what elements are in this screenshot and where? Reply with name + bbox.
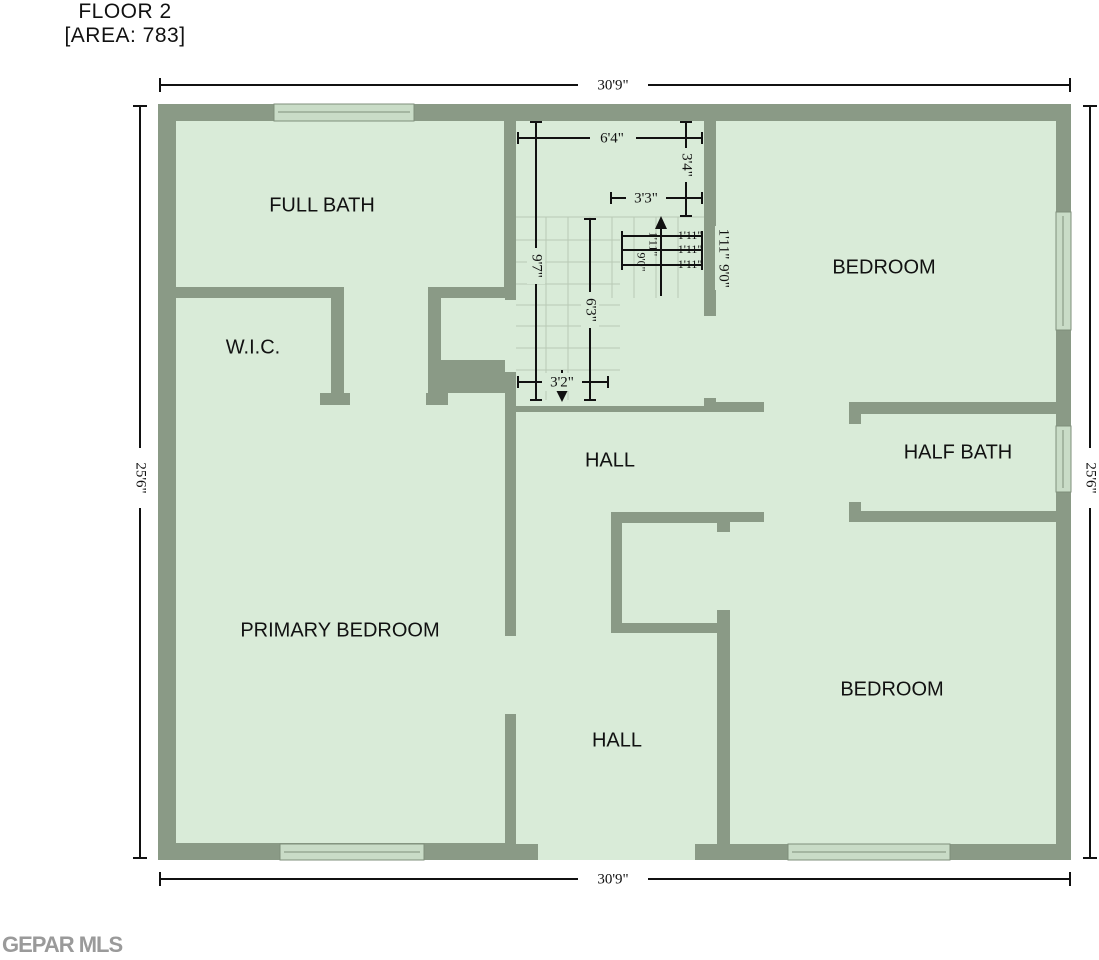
- door-opening: [764, 402, 849, 412]
- dim-stair-9-7: 9'7": [529, 254, 545, 278]
- door-opening: [505, 636, 516, 714]
- room-bedroom-upper: BEDROOM: [832, 256, 935, 278]
- hall-lower-floor: [516, 512, 611, 844]
- door-opening: [849, 424, 861, 502]
- room-hall-lower: HALL: [592, 729, 642, 751]
- primary-bedroom-floor: [176, 405, 505, 843]
- dim-step-a: 1'11": [678, 228, 703, 242]
- hall-lower-floor-2: [611, 633, 717, 844]
- room-bedroom-lower: BEDROOM: [840, 678, 943, 700]
- room-wic: W.I.C.: [226, 336, 280, 358]
- door-opening: [764, 511, 849, 522]
- stair-down-arrow: [556, 390, 568, 402]
- dim-step-c: 1'11": [678, 257, 703, 271]
- bedroom-upper-floor: [716, 121, 1056, 402]
- wic-floor: [176, 298, 331, 393]
- dim-vert-1-11-a: 1'11": [646, 232, 660, 257]
- bath-passage-floor: [344, 287, 428, 393]
- door-opening: [505, 300, 516, 372]
- floor-area: [AREA: 783]: [64, 24, 186, 47]
- door-opening: [538, 844, 695, 860]
- dim-bottom-label: 30'9": [597, 871, 628, 887]
- room-full-bath: FULL BATH: [269, 194, 375, 216]
- bedroom-lower-floor: [730, 522, 1056, 844]
- mls-logo: GEPAR MLS: [2, 932, 123, 957]
- room-hall-upper: HALL: [585, 449, 635, 471]
- window: [787, 843, 951, 861]
- stair-closet-floor: [621, 298, 704, 402]
- dim-step-b: 1'11": [678, 242, 703, 256]
- closet-small-floor: [441, 298, 505, 360]
- dim-stair-3-2: 3'2": [550, 374, 574, 390]
- room-half-bath: HALF BATH: [904, 441, 1013, 463]
- full-bath-floor: [176, 121, 504, 287]
- door-opening: [350, 393, 426, 405]
- door-opening: [448, 393, 505, 405]
- dim-stair-3-3: 3'3": [634, 190, 658, 206]
- window: [279, 843, 425, 861]
- hall-closet-floor: [622, 523, 717, 623]
- room-primary-bedroom: PRIMARY BEDROOM: [240, 619, 439, 641]
- door-opening: [717, 532, 730, 610]
- window: [1055, 425, 1072, 493]
- half-bath-floor: [861, 414, 1056, 511]
- door-opening: [176, 393, 320, 405]
- dim-vert-9-0: 9'0": [634, 252, 648, 271]
- floor-title: FLOOR 2: [78, 0, 172, 23]
- hall-floor: [516, 412, 849, 512]
- window: [1055, 211, 1072, 331]
- dim-stair-6-3: 6'3": [583, 298, 599, 322]
- stair-up-arrow: [655, 216, 667, 229]
- dim-right-label: 25'6": [1083, 462, 1099, 493]
- door-opening: [704, 316, 716, 398]
- window: [273, 103, 415, 122]
- dim-stair-3-4: 3'4": [679, 153, 695, 177]
- dim-stair-6-4: 6'4": [600, 130, 624, 146]
- dim-top-label: 30'9": [597, 77, 628, 93]
- dim-vert-1-11-b: 1'11": [716, 229, 732, 260]
- dim-left-label: 25'6": [133, 462, 149, 493]
- dim-vert-9-0-b: 9'0": [716, 264, 732, 288]
